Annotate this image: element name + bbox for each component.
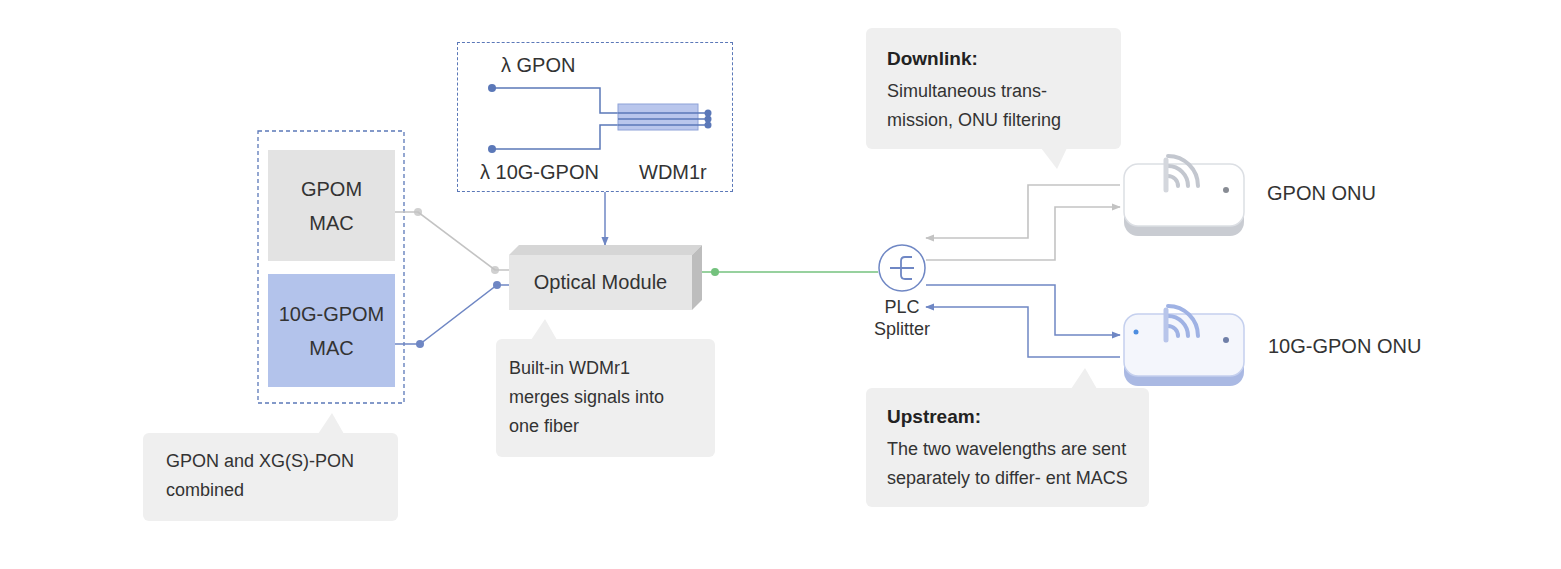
fiber-dot: [488, 145, 496, 153]
callout-pointer: [1071, 368, 1097, 389]
wifi-arc: [1168, 166, 1188, 186]
status-icon: [1223, 187, 1229, 193]
mac-box: 10G-GPOM MAC: [268, 274, 395, 387]
note-callout: Downlink: Simultaneous trans- mission, ON…: [866, 28, 1121, 149]
node-label: Optical Module: [509, 255, 692, 310]
connector: [926, 207, 1120, 260]
wavelength-label: WDM1r: [639, 160, 707, 184]
wifi-arc: [1168, 156, 1198, 186]
callout-pointer: [318, 413, 344, 434]
node-label: 10G-GPOM MAC: [278, 297, 386, 365]
node-label: GPOM MAC: [278, 172, 386, 240]
onu-device: 10G-GPON ONU: [1120, 300, 1450, 390]
antenna: [1164, 160, 1169, 190]
optical-module: Optical Module: [509, 245, 702, 310]
onu-device: GPON ONU: [1120, 150, 1410, 240]
mac-box: GPOM MAC: [268, 150, 395, 261]
node-label: 10G-GPON ONU: [1268, 334, 1421, 358]
wdm-group: λ GPON λ 10G-GPON WDM1r: [457, 42, 733, 192]
wifi-arc: [1168, 316, 1188, 336]
antenna: [1164, 310, 1169, 340]
module-top-face: [509, 245, 702, 255]
wavelength-label: λ GPON: [501, 53, 575, 77]
note-callout: Built-in WDMr1 merges signals into one f…: [496, 339, 715, 457]
device-top: [1124, 314, 1244, 376]
fiber-dot: [705, 110, 712, 117]
fiber-dot: [488, 84, 496, 92]
module-front-face: [509, 255, 692, 310]
splitter-symbol: PLC Splitter: [878, 244, 926, 292]
node-label: GPON ONU: [1267, 181, 1376, 205]
splitter-glyph: [890, 257, 914, 279]
mac-group-outline: [258, 131, 404, 403]
connector: [604, 192, 606, 245]
connector: [395, 212, 509, 270]
device-top: [1124, 164, 1244, 226]
connector: [926, 185, 1120, 238]
note-callout: Upstream: The two wavelengths are sent se…: [866, 388, 1149, 507]
wifi-arc: [1168, 306, 1198, 336]
callout-text: Simultaneous trans- mission, ONU filteri…: [887, 77, 1103, 135]
wdm-illustration: [488, 84, 712, 153]
gpon-onu-device: [1124, 156, 1244, 236]
callout-pointer: [1041, 148, 1067, 169]
callout-heading: Upstream:: [887, 402, 1129, 431]
callout-text: The two wavelengths are sent separately …: [887, 435, 1129, 493]
fiber-dot: [705, 116, 712, 123]
xgpon-onu-device: [1124, 306, 1244, 386]
connector: [395, 285, 509, 344]
wdm-coupler: [618, 104, 698, 130]
fiber-line: [492, 125, 618, 149]
splitter-shape: [878, 244, 926, 292]
connector: [702, 271, 878, 273]
note-callout: GPON and XG(S)-PON combined: [143, 433, 398, 521]
callout-text: GPON and XG(S)-PON combined: [166, 447, 374, 505]
wifi-arc: [1168, 326, 1178, 336]
wifi-arc: [1168, 176, 1178, 186]
callout-pointer: [531, 319, 557, 340]
fiber-line: [492, 88, 618, 113]
connector: [926, 307, 1120, 357]
splitter-circle: [879, 245, 925, 291]
callout-text: Built-in WDMr1 merges signals into one f…: [509, 354, 693, 441]
fiber-line: [618, 113, 708, 125]
connector: [926, 285, 1120, 335]
node-label: PLC Splitter: [862, 296, 942, 340]
module-side-face: [692, 245, 702, 310]
status-icon: [1223, 337, 1229, 343]
callout-heading: Downlink:: [887, 44, 1103, 73]
status-led: [1134, 330, 1139, 335]
fiber-dot: [705, 122, 712, 129]
wavelength-label: λ 10G-GPON: [480, 160, 599, 184]
